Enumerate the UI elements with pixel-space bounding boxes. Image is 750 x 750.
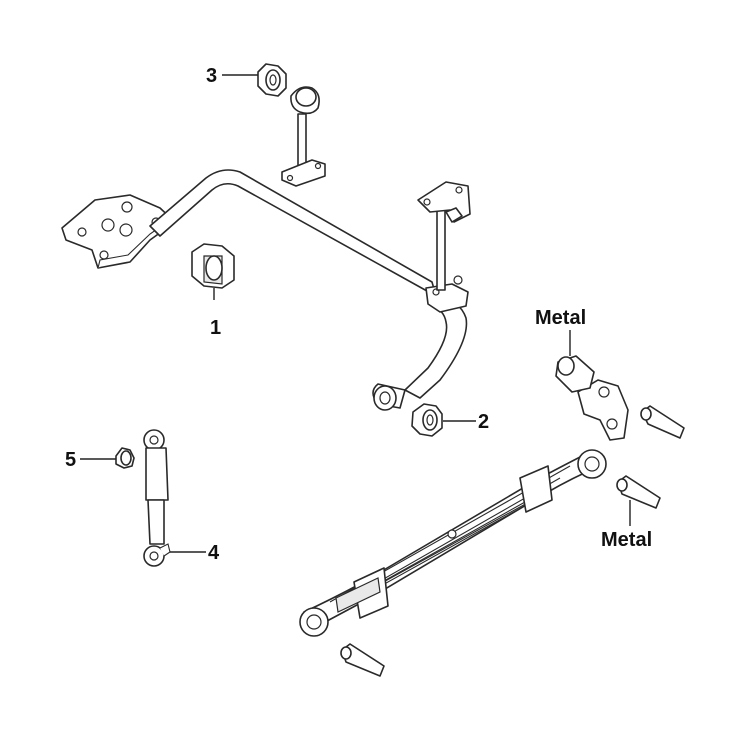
callout-1: 1: [210, 317, 221, 339]
stabilizer-link: [417, 181, 471, 291]
stabilizer-link-bushing-part-2: [411, 403, 443, 437]
callout-3: 3: [206, 65, 217, 87]
callout-metal-top: Metal: [535, 307, 586, 329]
stabilizer-clamp: [425, 275, 469, 313]
callout-4: 4: [208, 542, 220, 564]
spring-pin-lower: [340, 643, 385, 677]
spring-shackle: [577, 379, 629, 441]
stabilizer-bar: [149, 169, 468, 411]
callout-2: 2: [478, 411, 489, 433]
leaf-spring: [299, 449, 607, 637]
metal-pin-bottom: [616, 475, 661, 509]
leader-lines: [80, 74, 631, 553]
callout-metal-bottom: Metal: [601, 529, 652, 551]
stabilizer-drop-link: [281, 86, 326, 187]
callout-5: 5: [65, 449, 76, 471]
callout-labels: 1 2 3 4 5 Metal Metal: [65, 65, 652, 564]
drop-link-bushing-part-3: [257, 63, 287, 97]
shackle-pin-upper: [640, 405, 685, 439]
stabilizer-bar-assembly: [61, 86, 471, 411]
stabilizer-bushing-part-1: [191, 243, 235, 289]
shock-bushing-part-5: [115, 447, 135, 469]
metal-bushing-top: [555, 355, 595, 393]
shock-absorber-part-4: [143, 429, 171, 567]
